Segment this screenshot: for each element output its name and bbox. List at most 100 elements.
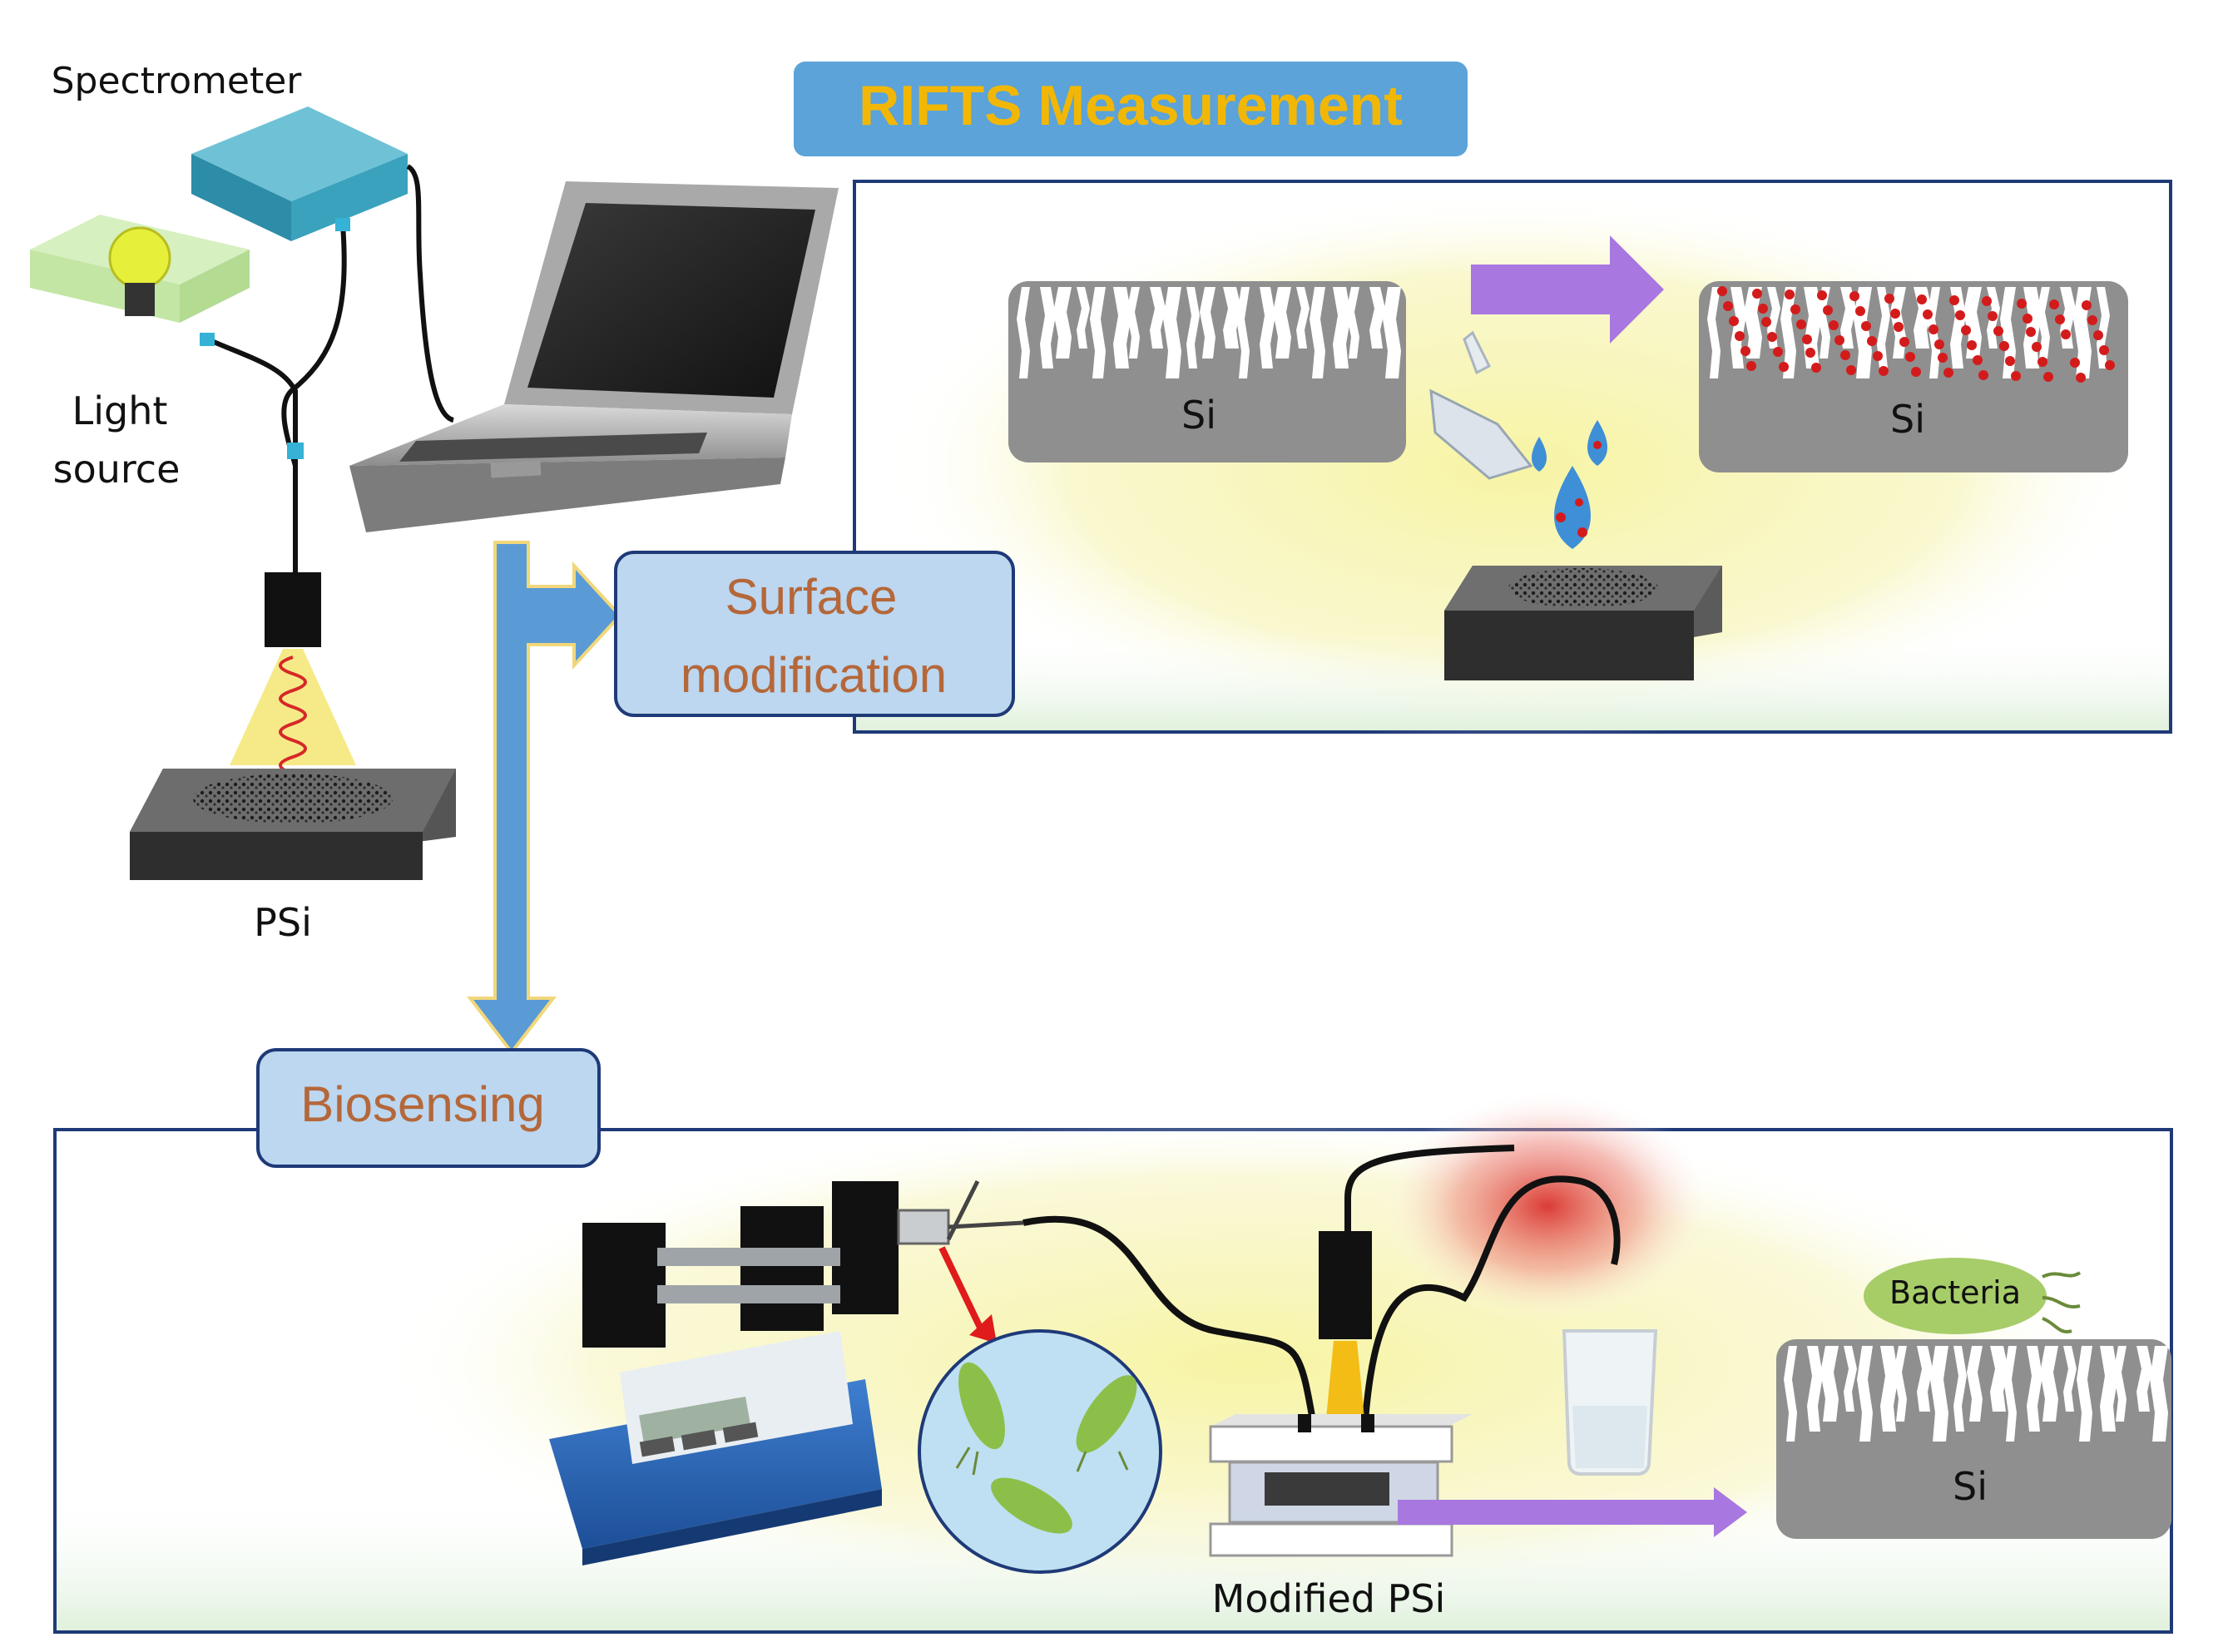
step-biosensing: Biosensing [256, 1048, 601, 1168]
molecule-dot [1955, 310, 1965, 320]
title-banner: RIFTS Measurement [794, 62, 1468, 156]
molecule-dot [1938, 353, 1948, 363]
biosensing-box [256, 1048, 601, 1168]
detection-arrow [1398, 1487, 1747, 1537]
pore [2037, 287, 2050, 359]
pore [1817, 287, 1830, 359]
molecule-dot [2026, 327, 2036, 337]
pore [1260, 287, 1275, 368]
pore [1126, 287, 1140, 359]
surface-modification-line2: modification [681, 647, 947, 703]
molecule-dot [2017, 299, 2027, 309]
si-block-bottom: Si Bacteria [1776, 1258, 2171, 1539]
molecule-dot [2011, 371, 2021, 381]
workflow-arrows [466, 541, 622, 1056]
molecule-dot [1849, 291, 1859, 301]
molecule-dot [1823, 305, 1833, 315]
molecule-dot [1911, 367, 1921, 377]
pore [2150, 1346, 2168, 1442]
pore [1963, 287, 1982, 359]
molecule-dot [1855, 306, 1865, 316]
molecule-dot [1802, 334, 1812, 344]
laptop-icon [349, 181, 839, 532]
bacteria-solution-icon [918, 1329, 1162, 1574]
psi-label: PSi [254, 900, 312, 945]
tubing-in [1022, 1215, 1318, 1432]
pore [1310, 287, 1325, 378]
molecule-dot [1735, 331, 1745, 341]
molecule-dot [1905, 352, 1915, 362]
pore [2040, 1346, 2058, 1422]
molecule-dot [2005, 356, 2015, 366]
title-text: RIFTS Measurement [859, 74, 1403, 137]
si-label-right: Si [1890, 397, 1925, 442]
pore [1053, 287, 1072, 359]
pore [2113, 1346, 2127, 1422]
pore [1150, 287, 1166, 349]
molecule-dot [1779, 362, 1789, 372]
molecule-dot [1961, 325, 1971, 335]
pore [1040, 287, 1056, 368]
molecule-dot [1917, 294, 1927, 304]
molecule-dot [1949, 295, 1959, 305]
bacterium-icon [1864, 1258, 2047, 1334]
pore [1990, 1346, 2008, 1412]
beaker-icon [1562, 1329, 1658, 1476]
psi-chip-left [130, 769, 456, 880]
optical-probe-icon [230, 572, 356, 775]
pore [1200, 287, 1216, 359]
pore [1236, 287, 1250, 378]
molecule-dot [1988, 311, 1998, 321]
tubing-out [1361, 1175, 1621, 1432]
pore [1857, 1346, 1873, 1442]
pore [1707, 287, 1721, 378]
pore [1804, 287, 1822, 368]
pore [1844, 1346, 1857, 1412]
molecule-dot [2087, 315, 2097, 325]
molecule-dot [1817, 290, 1827, 300]
biosensing-label: Biosensing [300, 1076, 545, 1132]
molecule-dot [1796, 319, 1806, 329]
flow-cell-icon [1209, 1231, 1473, 1557]
molecule-dot [2061, 329, 2071, 339]
pore [1296, 287, 1310, 349]
bacteria-label: Bacteria [1889, 1274, 2021, 1311]
pore [1273, 287, 1291, 359]
pore [1840, 287, 1856, 349]
droplets-icon [1532, 420, 1607, 549]
pore [1967, 1346, 1983, 1422]
surface-panel: Si Si [853, 180, 2172, 740]
molecule-dot [1928, 324, 1938, 334]
molecule-dot [1740, 346, 1750, 356]
pore [1820, 1346, 1839, 1422]
pore [2000, 287, 2016, 378]
pore [1917, 1346, 1933, 1412]
molecule-dot [2037, 357, 2047, 367]
molecule-dot [1846, 365, 1856, 375]
spectrometer-icon [191, 106, 408, 241]
pore [1894, 1346, 1907, 1422]
molecule-dot [1767, 332, 1777, 342]
pore [2027, 1346, 2042, 1432]
pore [1113, 287, 1131, 368]
spectrometer-label: Spectrometer [52, 60, 303, 102]
molecule-dot [2076, 373, 2086, 383]
molecule-dot [2070, 358, 2080, 368]
molecule-dot [1829, 320, 1839, 330]
pore [1223, 287, 1241, 349]
molecule-dot [1923, 309, 1933, 319]
pore [1880, 1346, 1899, 1432]
molecule-dot [1761, 317, 1771, 327]
si-block-left: Si [1008, 281, 1406, 462]
pore [1784, 1346, 1797, 1442]
pore [1090, 287, 1106, 378]
si-block-right: Si [1699, 281, 2128, 472]
pore [1346, 287, 1359, 359]
pore [2063, 1346, 2077, 1412]
psi-chip-top [1444, 566, 1722, 680]
molecule-dot [1993, 326, 2003, 336]
pore [2100, 1346, 2118, 1432]
pore [1950, 287, 1966, 368]
molecule-dot [1899, 337, 1909, 347]
captured-molecules-dots [1717, 286, 2115, 383]
